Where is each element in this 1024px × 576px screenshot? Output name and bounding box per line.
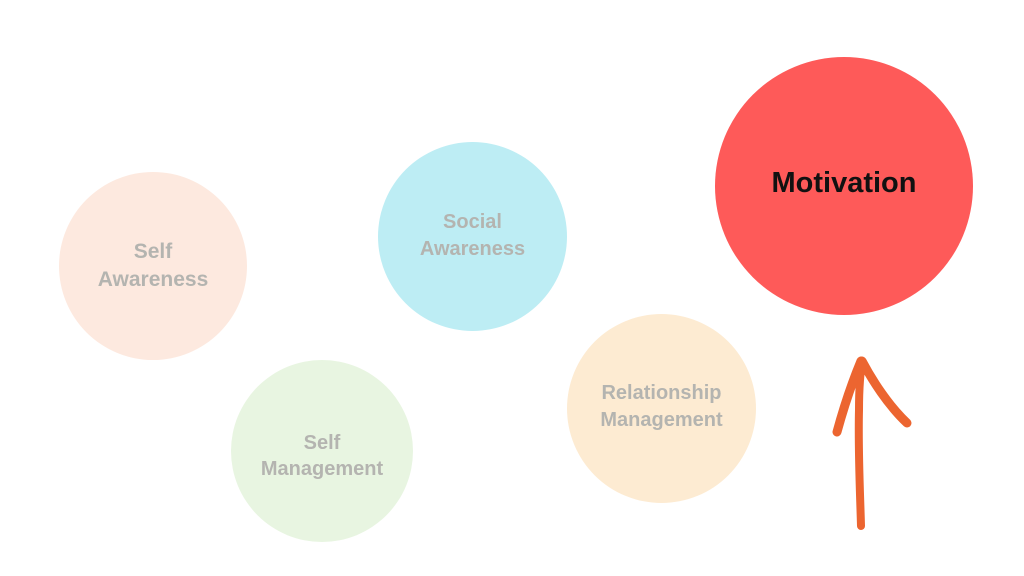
self-awareness-label-line2: Awareness: [97, 268, 209, 291]
social-awareness-bubble: Social Awareness: [378, 142, 567, 331]
arrow-head-right: [857, 356, 912, 428]
self-management-bubble: Self Management: [231, 360, 413, 542]
social-awareness-label-line1: Social: [443, 211, 502, 234]
arrow-strokes: [832, 356, 912, 530]
self-awareness-bubble: Self Awareness: [59, 172, 247, 360]
relationship-management-label-line2: Management: [600, 408, 723, 431]
self-management-label-line2: Management: [260, 458, 384, 480]
relationship-management-label-line1: Relationship: [601, 382, 722, 405]
arrow-head-left: [832, 356, 866, 437]
motivation-label: Motivation: [771, 166, 917, 199]
self-management-label-line1: Self: [303, 431, 341, 454]
relationship-management-bubble: Relationship Management: [567, 314, 756, 503]
motivation-bubble: Motivation: [715, 57, 973, 315]
arrow-shaft: [854, 358, 866, 530]
social-awareness-label-line2: Awareness: [419, 237, 526, 260]
self-awareness-label-line1: Self: [133, 240, 173, 264]
